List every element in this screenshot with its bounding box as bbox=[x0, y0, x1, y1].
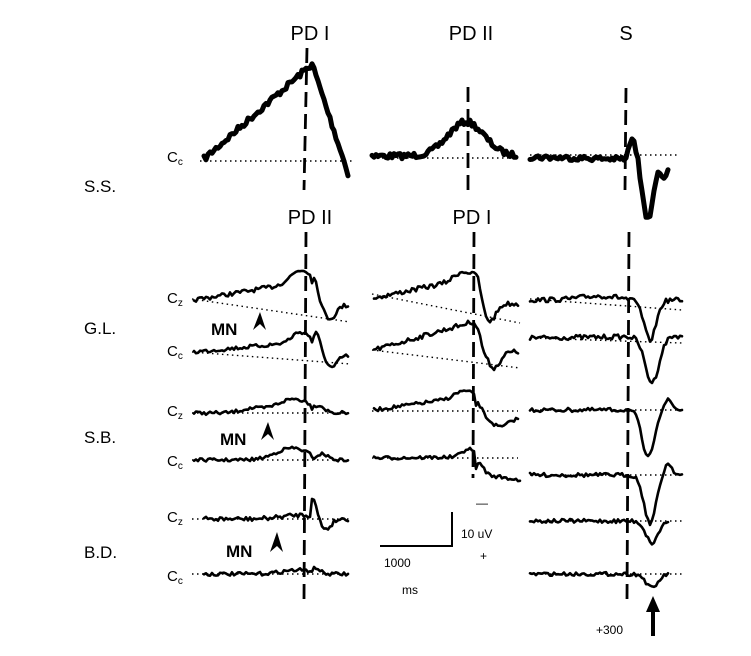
erp-traces bbox=[192, 61, 684, 589]
event-markers bbox=[302, 47, 631, 601]
channel-label-bd-cc: Cc bbox=[167, 568, 183, 587]
channel-label-sb-cz: Cz bbox=[167, 403, 183, 422]
col-label-pd2-top: PD II bbox=[449, 23, 493, 45]
mn-label-gl: MN bbox=[211, 320, 237, 339]
baselines bbox=[191, 154, 683, 575]
channel-label-gl-cc: Cc bbox=[167, 343, 183, 362]
scale-time-unit: ms bbox=[402, 583, 418, 597]
trace-sb-cz-col1 bbox=[192, 397, 350, 417]
event-marker-s-bottom bbox=[625, 231, 631, 601]
row-label-sb: S.B. bbox=[84, 428, 116, 447]
baseline-gl-cc-col1 bbox=[191, 351, 351, 365]
col-label-pd2-bottom: PD II bbox=[288, 207, 332, 229]
scale-bar-lines bbox=[380, 512, 453, 547]
trace-gl-cz-col2 bbox=[372, 270, 520, 324]
scale-amplitude-label: 10 uV bbox=[461, 527, 492, 541]
col-label-pd1-top: PD I bbox=[291, 23, 330, 45]
trace-sb-cz-col3 bbox=[528, 397, 684, 458]
channel-label-sb-cc: Cc bbox=[167, 453, 183, 472]
trace-bd-cc-col3 bbox=[528, 570, 670, 589]
trace-gl-cz-col1 bbox=[192, 269, 350, 321]
trace-gl-cc-col2 bbox=[372, 319, 520, 372]
channel-label-bd-cz: Cz bbox=[167, 509, 183, 528]
trace-sb-cc-col2 bbox=[372, 446, 522, 483]
channel-label-ss-cc: Cc bbox=[167, 149, 183, 168]
trace-gl-cc-col3 bbox=[528, 333, 684, 385]
baseline-gl-cz-col2 bbox=[371, 293, 521, 324]
mn-label-bd: MN bbox=[226, 542, 252, 561]
trace-bd-cc-col1 bbox=[202, 565, 350, 577]
event-marker-pd1-bottom bbox=[471, 231, 476, 479]
event-marker-pd2-bottom bbox=[302, 231, 308, 601]
trace-sb-cc-col1 bbox=[192, 445, 350, 463]
mn-label-sb: MN bbox=[220, 430, 246, 449]
mn-arrowhead-gl-icon bbox=[253, 312, 266, 330]
mn-arrowhead-bd-icon bbox=[270, 532, 283, 552]
trace-gl-cz-col3 bbox=[528, 293, 684, 343]
channel-label-gl-cz: Cz bbox=[167, 290, 183, 309]
trace-ss-col1 bbox=[201, 61, 351, 179]
col-label-pd1-bottom: PD I bbox=[453, 207, 492, 229]
row-label-bd: B.D. bbox=[84, 543, 117, 562]
trace-ss-col3 bbox=[527, 136, 671, 220]
mn-arrowhead-sb-icon bbox=[261, 422, 274, 440]
baseline-gl-cz-col1 bbox=[191, 298, 351, 323]
trace-bd-cz-col1 bbox=[202, 497, 350, 531]
trace-sb-cz-col2 bbox=[372, 389, 520, 428]
scale-time-label: 1000 bbox=[384, 556, 411, 570]
arrow-label: +300 bbox=[596, 623, 623, 637]
event-marker-pd1-top bbox=[302, 47, 309, 191]
baseline-gl-cz-col3 bbox=[529, 298, 683, 311]
scale-bar: 1000 ms — 10 uV + bbox=[380, 496, 492, 597]
trace-ss-col2 bbox=[369, 117, 519, 162]
trace-gl-cc-col1 bbox=[192, 330, 350, 369]
polarity-minus-label: — bbox=[476, 496, 488, 510]
row-label-ss: S.S. bbox=[84, 177, 116, 196]
arrow-up-icon bbox=[646, 596, 660, 612]
event-marker-s-top bbox=[623, 87, 628, 191]
trace-bd-cz-col3 bbox=[528, 517, 670, 546]
polarity-plus-label: + bbox=[480, 549, 487, 563]
trace-sb-cc-col3 bbox=[528, 462, 684, 527]
row-label-gl: G.L. bbox=[84, 319, 116, 338]
response-time-arrow: +300 bbox=[596, 596, 660, 637]
col-label-s-top: S bbox=[619, 23, 632, 45]
